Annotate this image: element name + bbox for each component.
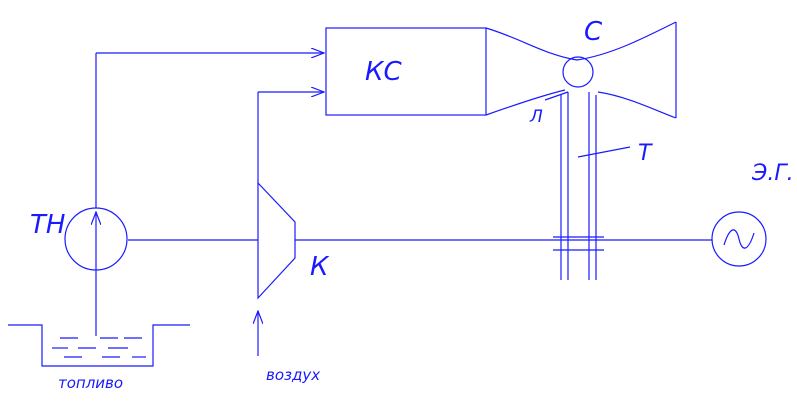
- blade-leader: [544, 91, 569, 101]
- fuel-tank: [8, 324, 190, 367]
- turbine-label: Т: [638, 141, 653, 166]
- nozzle-upper-contour: [485, 21, 677, 61]
- nozzle-lower-contour-right: [597, 91, 677, 119]
- compressor-label: К: [310, 252, 330, 282]
- turbine-leader: [577, 146, 631, 158]
- pump-label: ТН: [30, 210, 65, 240]
- combustion-chamber-box: [325, 27, 487, 116]
- fuel-label: топливо: [58, 374, 123, 392]
- compressor-shape: [257, 181, 296, 300]
- combustion-chamber-label: КС: [365, 57, 402, 87]
- blade-label: Л: [529, 107, 543, 127]
- turbine-wheel: [562, 56, 594, 88]
- air-label: воздух: [266, 366, 320, 384]
- generator-circle: [711, 211, 767, 267]
- nozzle-label: С: [584, 17, 603, 47]
- generator-label: Э.Г.: [751, 161, 794, 186]
- nozzle-lower-contour-left: [485, 89, 566, 116]
- sine-wave-icon: [723, 229, 755, 249]
